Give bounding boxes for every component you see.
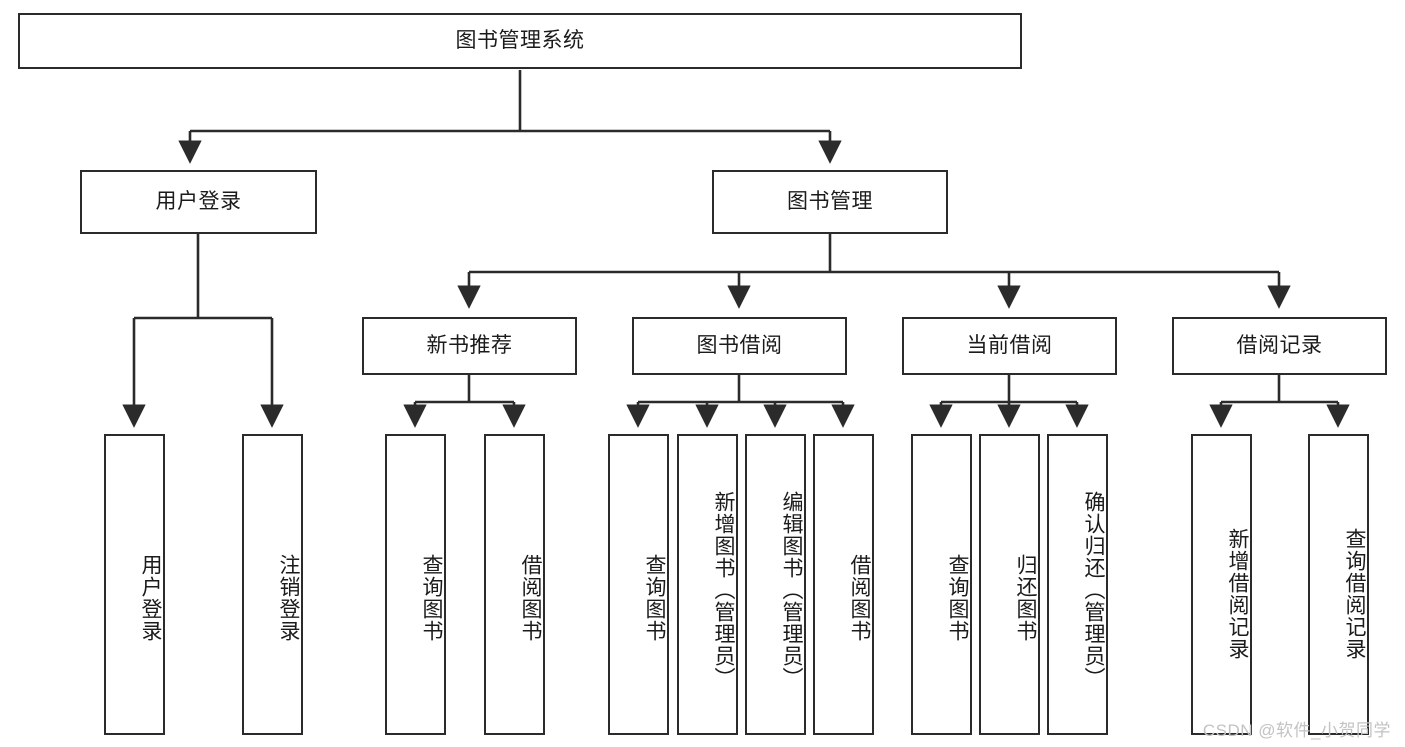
leaf-label: 编辑图书（管理员） — [780, 490, 803, 689]
leaf-add-record[interactable]: 新增借阅记录 — [1191, 434, 1252, 735]
leaf-borrow-book-1[interactable]: 借阅图书 — [484, 434, 545, 735]
leaf-label: 用户登录 — [139, 553, 162, 642]
leaf-label: 查询借阅记录 — [1343, 527, 1366, 660]
leaf-label: 归还图书 — [1014, 553, 1037, 642]
leaf-borrow-book-2[interactable]: 借阅图书 — [813, 434, 874, 735]
leaf-label: 借阅图书 — [848, 553, 871, 642]
leaf-label: 新增图书（管理员） — [712, 490, 735, 689]
leaf-label: 查询图书 — [946, 553, 969, 642]
csdn-watermark: CSDN @软件_小贺同学 — [1202, 721, 1391, 740]
leaf-query-book-2[interactable]: 查询图书 — [608, 434, 669, 735]
leaf-confirm-return[interactable]: 确认归还（管理员） — [1047, 434, 1108, 735]
node-borrow-record[interactable]: 借阅记录 — [1172, 317, 1387, 375]
leaf-label: 新增借阅记录 — [1226, 527, 1249, 660]
leaf-label: 查询图书 — [420, 553, 443, 642]
leaf-edit-book[interactable]: 编辑图书（管理员） — [745, 434, 806, 735]
leaf-return-book[interactable]: 归还图书 — [979, 434, 1040, 735]
node-root[interactable]: 图书管理系统 — [18, 13, 1022, 69]
leaf-label: 查询图书 — [643, 553, 666, 642]
leaf-label: 注销登录 — [277, 553, 300, 642]
node-current-borrow[interactable]: 当前借阅 — [902, 317, 1117, 375]
leaf-query-record[interactable]: 查询借阅记录 — [1308, 434, 1369, 735]
node-user-login[interactable]: 用户登录 — [80, 170, 317, 234]
leaf-user-login[interactable]: 用户登录 — [104, 434, 165, 735]
leaf-label: 借阅图书 — [519, 553, 542, 642]
leaf-logout-login[interactable]: 注销登录 — [242, 434, 303, 735]
leaf-add-book[interactable]: 新增图书（管理员） — [677, 434, 738, 735]
leaf-query-book-3[interactable]: 查询图书 — [911, 434, 972, 735]
node-book-borrow[interactable]: 图书借阅 — [632, 317, 847, 375]
node-new-book-rec[interactable]: 新书推荐 — [362, 317, 577, 375]
node-book-manage[interactable]: 图书管理 — [712, 170, 948, 234]
leaf-label: 确认归还（管理员） — [1082, 490, 1105, 689]
leaf-query-book-1[interactable]: 查询图书 — [385, 434, 446, 735]
